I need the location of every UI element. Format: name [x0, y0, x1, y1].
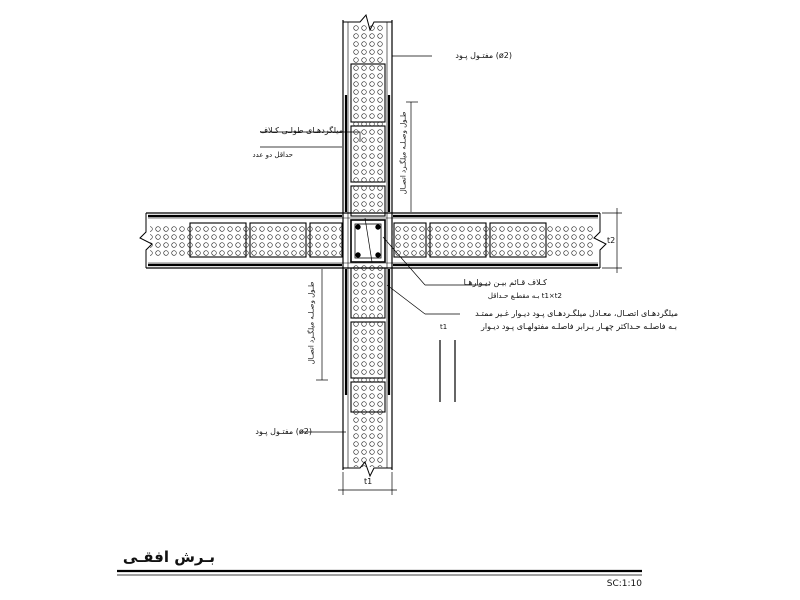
- footer-rules: [117, 569, 642, 576]
- connection-bars: [148, 95, 598, 395]
- leader-lines: [260, 55, 622, 495]
- label-tie-between-walls: کـلاف قـائم بیـن دیـوارهـا: [463, 278, 547, 287]
- scale-label: SC:1:10: [606, 579, 642, 589]
- label-min-two: حداقل دو عدد: [252, 151, 293, 159]
- dim-t1: t1: [364, 477, 373, 486]
- label-overlap-left: طـول وصـلـه میلگـرد اتصـال: [307, 281, 316, 365]
- label-connection-bars-1: میلگردهـای اتصـال، معـادل میلگـردهـای پـ…: [475, 309, 678, 318]
- vertical-wall: [342, 13, 393, 478]
- label-longitudinal-bars: میلگردهـای طولـی کـلاف: [259, 126, 343, 135]
- label-overlap-upper: طـول وصـلـه میلگـرد اتصـال: [399, 111, 408, 195]
- label-section-size: t1×t2 بـه مقطـع حـداقل: [487, 292, 562, 300]
- label-bar-bottom: (ø2) مفتـول پـود: [255, 427, 312, 436]
- horizontal-wall: [139, 212, 607, 269]
- label-connection-bars-2: بـه فاصلـه حـداکثر چهـار بـرابر فاصلـه م…: [480, 322, 677, 331]
- label-bar-top: (ø2) مفتـول پـود: [455, 51, 512, 60]
- section-title: بـرش افقـی: [122, 548, 215, 566]
- central-tie-column: [350, 217, 386, 263]
- label-t1-marker: t1: [440, 323, 448, 331]
- dim-t2: t2: [607, 236, 616, 245]
